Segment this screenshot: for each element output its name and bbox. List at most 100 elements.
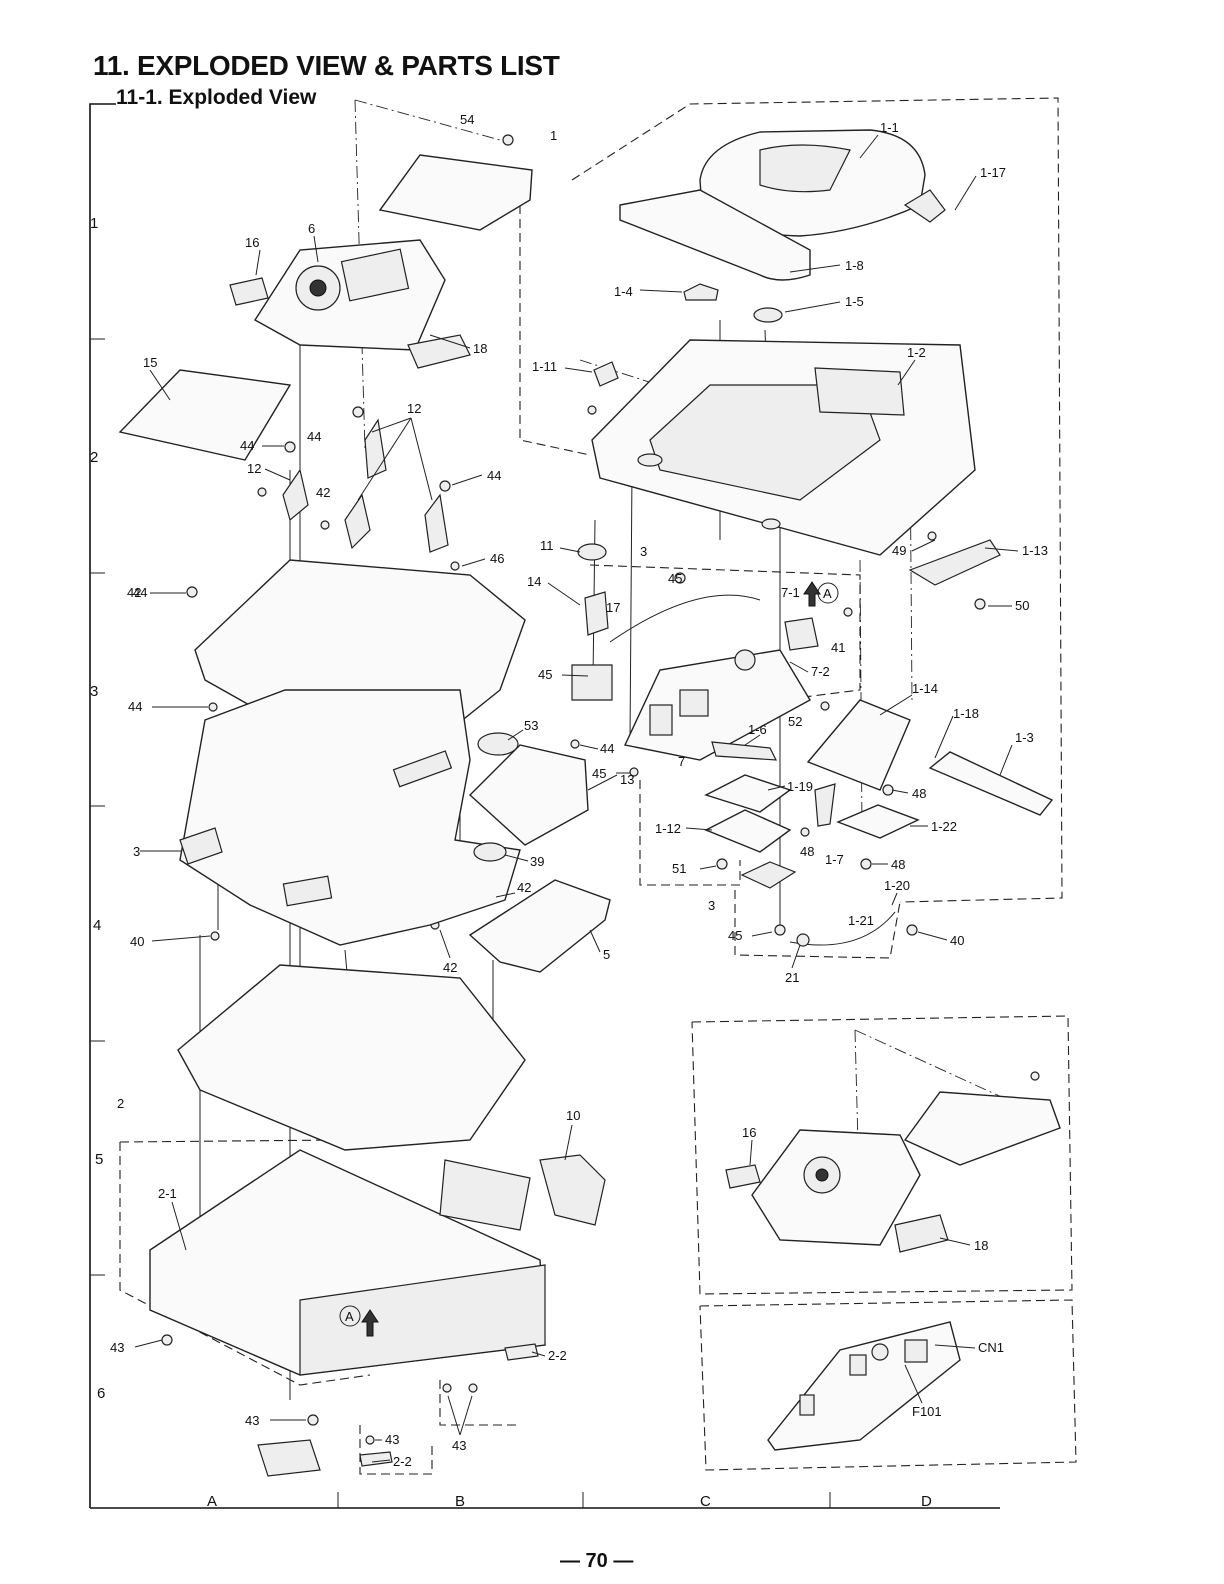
callout-label: 2-2 xyxy=(393,1454,412,1469)
callout-label: 44 xyxy=(128,699,142,714)
callout-label: 16 xyxy=(742,1125,756,1140)
callout-label: F101 xyxy=(912,1404,942,1419)
callout-label: 14 xyxy=(527,574,541,589)
cd-mechanism xyxy=(229,154,533,369)
callout-label: 1-20 xyxy=(884,878,910,893)
bottom-case: A xyxy=(149,1149,606,1477)
callout-label: 1-8 xyxy=(845,258,864,273)
callout-label: 1-2 xyxy=(907,345,926,360)
callout-label: 43 xyxy=(385,1432,399,1447)
callout-label: 44 xyxy=(600,741,614,756)
svg-text:A: A xyxy=(345,1309,354,1324)
callout-label: 21 xyxy=(785,970,799,985)
callout-label: 2-2 xyxy=(548,1348,567,1363)
grid-row-labels: 1 2 3 4 5 6 xyxy=(90,215,105,1402)
interface-board xyxy=(468,732,589,862)
callout-labels: 54 1 1-1 1-17 16 6 1-8 1-4 1-5 18 15 1-1… xyxy=(110,112,1048,1469)
callout-label: 46 xyxy=(490,551,504,566)
callout-label: 3 xyxy=(640,544,647,559)
grid-column-label: A xyxy=(207,1493,217,1510)
callout-label: 2 xyxy=(117,1096,124,1111)
callout-label: 1-18 xyxy=(953,706,979,721)
grid-row-label: 2 xyxy=(90,449,98,466)
callout-label: 1-11 xyxy=(532,359,557,374)
callout-label: 1-12 xyxy=(655,821,681,836)
callout-label: 43 xyxy=(110,1340,124,1355)
grid-row-label: 5 xyxy=(95,1151,103,1168)
callout-label: 1-14 xyxy=(912,681,938,696)
top-cover-assembly xyxy=(591,129,1001,586)
arrow-a-upper: A xyxy=(803,581,839,607)
callout-label: 5 xyxy=(603,947,610,962)
drawing-frame xyxy=(89,103,1000,1509)
grid-row-label: 6 xyxy=(97,1385,105,1402)
callout-label: 42 xyxy=(443,960,457,975)
shield-plate-lower xyxy=(177,964,526,1151)
callout-label: 1-3 xyxy=(1015,730,1034,745)
callout-label: 48 xyxy=(912,786,926,801)
sub-boards xyxy=(704,699,1054,947)
callout-label: 12 xyxy=(247,461,261,476)
callout-label: 17 xyxy=(606,600,620,615)
callout-label: 43 xyxy=(452,1438,466,1453)
group-outlines xyxy=(119,97,1077,1475)
callout-label: 52 xyxy=(788,714,802,729)
callout-label: 18 xyxy=(473,341,487,356)
callout-label: 50 xyxy=(1015,598,1029,613)
callout-label: 7-2 xyxy=(811,664,830,679)
callout-label: 3 xyxy=(708,898,715,913)
callout-label: 42 xyxy=(316,485,330,500)
callout-label: 1-4 xyxy=(614,284,633,299)
callout-label: 44 xyxy=(133,585,147,600)
callout-label: 18 xyxy=(974,1238,988,1253)
callout-label: 39 xyxy=(530,854,544,869)
grid-column-label: C xyxy=(700,1493,711,1510)
callout-label: 45 xyxy=(668,571,682,586)
callout-label: 1-1 xyxy=(880,120,899,135)
callout-label: 12 xyxy=(407,401,421,416)
callout-label: 54 xyxy=(460,112,474,127)
callout-label: 15 xyxy=(143,355,157,370)
callout-label: 53 xyxy=(524,718,538,733)
callout-label: 1-21 xyxy=(848,913,874,928)
callout-label: 48 xyxy=(800,844,814,859)
callout-label: 45 xyxy=(592,766,606,781)
grid-row-label: 3 xyxy=(90,683,98,700)
callout-label: 49 xyxy=(892,543,906,558)
callout-label: 6 xyxy=(308,221,315,236)
callout-label: 1-5 xyxy=(845,294,864,309)
inset-alternate-mechanism xyxy=(725,1091,1061,1253)
shield-plate-upper xyxy=(194,559,526,731)
callout-label: 16 xyxy=(245,235,259,250)
callout-label: 40 xyxy=(130,934,144,949)
callout-label: 45 xyxy=(538,667,552,682)
callout-label: 1-7 xyxy=(825,852,844,867)
callout-label: 1-22 xyxy=(931,819,957,834)
main-board xyxy=(179,689,521,946)
callout-label: 3 xyxy=(133,844,140,859)
callout-label: CN1 xyxy=(978,1340,1004,1355)
callout-label: 11 xyxy=(540,538,554,553)
callout-label: 40 xyxy=(950,933,964,948)
leader-lines xyxy=(134,134,1019,1463)
page-title: 11. EXPLODED VIEW & PARTS LIST xyxy=(93,50,560,81)
callout-label: 10 xyxy=(566,1108,580,1123)
callout-label: 1 xyxy=(550,128,557,143)
cartridge-board xyxy=(468,879,611,973)
power-supply-board xyxy=(571,543,819,761)
callout-label: 45 xyxy=(728,928,742,943)
grid-column-labels: A B C D xyxy=(207,1493,932,1510)
callout-label: 2-1 xyxy=(158,1186,177,1201)
page-number: — 70 — xyxy=(560,1550,634,1572)
insulation-sheet xyxy=(118,369,292,461)
grid-row-label: 1 xyxy=(90,215,98,232)
grid-column-label: D xyxy=(921,1493,932,1510)
callout-label: 44 xyxy=(307,429,321,444)
callout-label: 44 xyxy=(240,438,254,453)
section-subtitle: 11-1. Exploded View xyxy=(116,86,317,109)
callout-label: 7 xyxy=(678,754,685,769)
callout-label: 42 xyxy=(127,585,141,600)
callout-label: 51 xyxy=(672,861,686,876)
callout-label: 42 xyxy=(517,880,531,895)
